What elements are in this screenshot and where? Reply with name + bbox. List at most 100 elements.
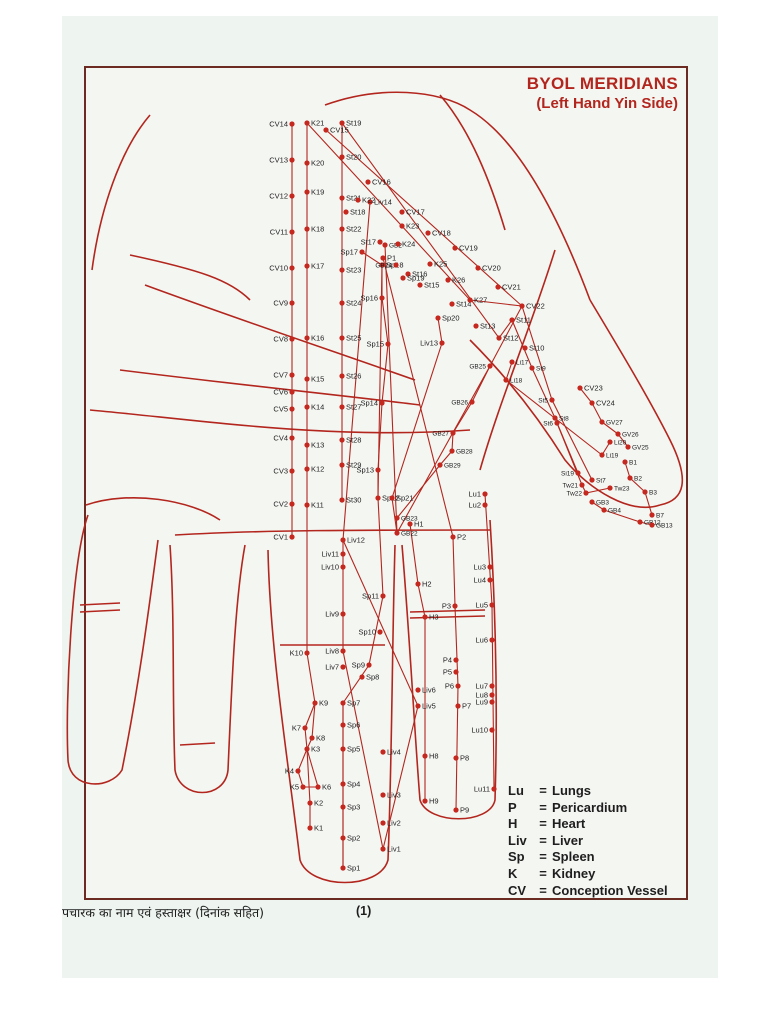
point-cv8 bbox=[289, 336, 295, 342]
pinky-finger bbox=[66, 514, 159, 785]
point-st24 bbox=[339, 300, 345, 306]
point-label: St28 bbox=[346, 436, 361, 445]
point-label: H3 bbox=[429, 613, 439, 622]
point-label: Lu7 bbox=[475, 682, 488, 691]
point-label: K13 bbox=[311, 441, 324, 450]
point-label: K2 bbox=[314, 799, 323, 808]
point-label: CV24 bbox=[596, 399, 615, 408]
point-label: CV19 bbox=[459, 244, 478, 253]
point-label: Lu10 bbox=[471, 726, 488, 735]
point-sp2 bbox=[340, 835, 346, 841]
point-st7 bbox=[589, 477, 595, 483]
point-cv15 bbox=[323, 127, 329, 133]
point-label: K27 bbox=[474, 296, 487, 305]
point-label: K19 bbox=[311, 188, 324, 197]
point-label: CV5 bbox=[273, 405, 288, 414]
point-label: St12 bbox=[503, 334, 518, 343]
point-k17 bbox=[304, 263, 310, 269]
legend-abbr: CV bbox=[508, 882, 527, 898]
point-label: P3 bbox=[442, 602, 451, 611]
point-label: Lu8 bbox=[475, 691, 488, 700]
point-cv17 bbox=[399, 209, 405, 215]
diagram-title: BYOL MERIDIANS bbox=[526, 74, 678, 93]
point-st15 bbox=[417, 282, 423, 288]
point-label: P6 bbox=[445, 682, 454, 691]
point-label: Liv4 bbox=[387, 748, 401, 757]
point-st22 bbox=[339, 226, 345, 232]
point-k20 bbox=[304, 160, 310, 166]
point-st29 bbox=[339, 462, 345, 468]
legend-item: K=Kidney bbox=[508, 865, 596, 881]
point-cv10 bbox=[289, 265, 295, 271]
point-label: St29 bbox=[346, 461, 361, 470]
point-p1 bbox=[380, 255, 386, 261]
point-label: St9 bbox=[536, 366, 546, 373]
point-label: Liv13 bbox=[420, 339, 438, 348]
point-label: Liv7 bbox=[325, 663, 339, 672]
point-label: Li18 bbox=[510, 378, 523, 385]
point-label: H9 bbox=[429, 797, 439, 806]
point-liv3 bbox=[380, 792, 386, 798]
point-liv13 bbox=[439, 340, 445, 346]
point-gv25 bbox=[625, 444, 631, 450]
point-label: St17 bbox=[361, 238, 376, 247]
point-lu4 bbox=[487, 577, 493, 583]
point-si19 bbox=[575, 470, 581, 476]
point-label: Liv12 bbox=[347, 536, 365, 545]
point-st5 bbox=[549, 397, 555, 403]
point-label: Liv10 bbox=[321, 563, 339, 572]
point-label: K20 bbox=[311, 159, 324, 168]
point-p7 bbox=[455, 703, 461, 709]
point-label: K21 bbox=[311, 119, 324, 128]
point-h9 bbox=[422, 798, 428, 804]
point-cv7 bbox=[289, 372, 295, 378]
point-label: GB22 bbox=[401, 531, 418, 538]
point-li18 bbox=[503, 377, 509, 383]
point-st21 bbox=[339, 195, 345, 201]
index-crease-a bbox=[409, 609, 486, 613]
point-liv12 bbox=[340, 537, 346, 543]
point-lu7 bbox=[489, 683, 495, 689]
point-label: St8 bbox=[559, 416, 569, 423]
point-lu1 bbox=[482, 491, 488, 497]
point-st27 bbox=[339, 404, 345, 410]
legend-item: Lu=Lungs bbox=[508, 783, 591, 798]
point-k4 bbox=[295, 768, 301, 774]
point-p5 bbox=[453, 669, 459, 675]
point-label: CV6 bbox=[273, 388, 288, 397]
point-label: St16 bbox=[412, 270, 427, 279]
point-sp20 bbox=[435, 315, 441, 321]
point-lu2 bbox=[482, 502, 488, 508]
point-sp1 bbox=[340, 865, 346, 871]
point-k2 bbox=[307, 800, 313, 806]
point-label: Lu11 bbox=[474, 785, 490, 794]
point-label: CV3 bbox=[273, 467, 288, 476]
point-label: B7 bbox=[656, 513, 664, 520]
point-label: GB3 bbox=[596, 500, 609, 507]
point-h3 bbox=[422, 614, 428, 620]
point-label: K10 bbox=[290, 649, 303, 658]
point-k11 bbox=[304, 502, 310, 508]
palm-crease-2 bbox=[89, 409, 471, 434]
point-label: Sp10 bbox=[358, 628, 376, 637]
point-label: Lu1 bbox=[468, 490, 481, 499]
point-k7 bbox=[302, 725, 308, 731]
point-label: P2 bbox=[457, 533, 466, 542]
point-label: B2 bbox=[634, 476, 642, 483]
ring-crease-c bbox=[179, 742, 216, 746]
point-st20 bbox=[339, 154, 345, 160]
point-lu8 bbox=[489, 692, 495, 698]
point-lu5 bbox=[489, 602, 495, 608]
point-cv5 bbox=[289, 406, 295, 412]
point-label: CV1 bbox=[273, 533, 288, 542]
point-label: St21 bbox=[346, 194, 361, 203]
point-sp19 bbox=[400, 275, 406, 281]
ring-crease-b bbox=[79, 609, 121, 613]
point-gb26 bbox=[469, 399, 475, 405]
point-st13 bbox=[473, 323, 479, 329]
point-label: P7 bbox=[462, 702, 471, 711]
point-sp10 bbox=[377, 629, 383, 635]
thumb-upper bbox=[439, 94, 506, 231]
point-label: Lu5 bbox=[475, 601, 488, 610]
ring-crease-a bbox=[79, 602, 121, 606]
